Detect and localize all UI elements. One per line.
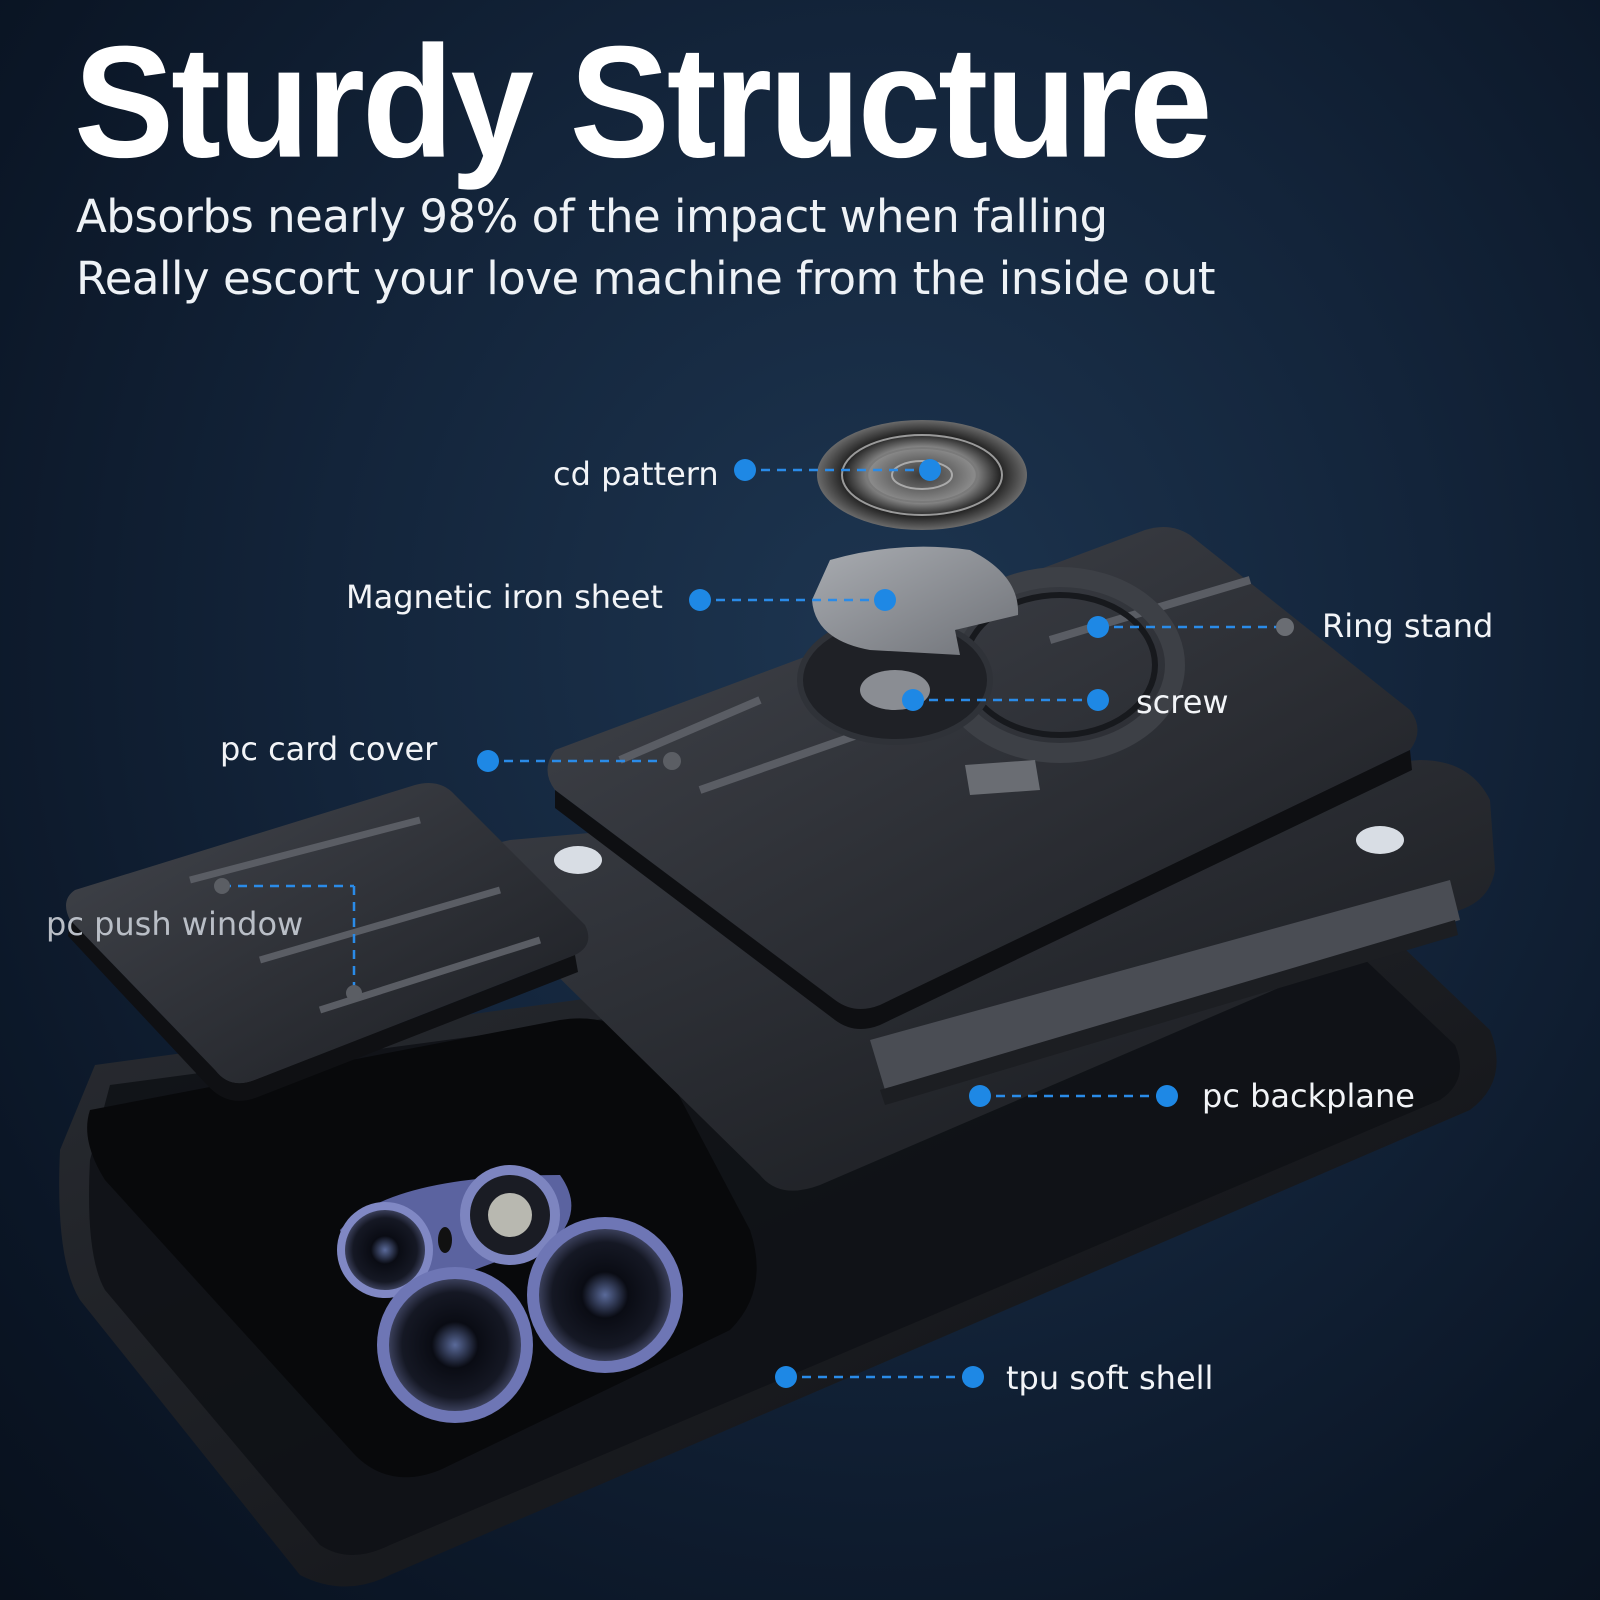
dot-cd-pattern-start xyxy=(734,459,756,481)
dot-ring-stand-end xyxy=(1276,618,1294,636)
callout-lines xyxy=(222,468,1285,1379)
camera-module xyxy=(87,1018,757,1478)
dot-cd-pattern-end xyxy=(919,459,941,481)
dot-iron-sheet-end xyxy=(874,589,896,611)
callout-pc-card-cover: pc card cover xyxy=(220,730,438,768)
dot-screw-start xyxy=(902,689,924,711)
callout-pc-backplane: pc backplane xyxy=(1202,1077,1415,1115)
dot-push-window-start xyxy=(214,878,230,894)
callout-ring-stand: Ring stand xyxy=(1322,607,1494,645)
callout-screw: screw xyxy=(1136,683,1229,721)
dot-ring-stand-start xyxy=(1087,616,1109,638)
dot-push-window-end xyxy=(346,985,362,1001)
subtitle-line-2: Really escort your love machine from the… xyxy=(76,252,1216,305)
dot-tpu-shell-end xyxy=(962,1366,984,1388)
callout-dots xyxy=(214,459,1294,1388)
dot-backplane-start xyxy=(969,1085,991,1107)
callout-magnetic-iron-sheet: Magnetic iron sheet xyxy=(346,578,663,616)
callout-cd-pattern: cd pattern xyxy=(553,455,719,493)
dot-card-cover-start xyxy=(477,750,499,772)
callout-pc-push-window: pc push window xyxy=(46,905,304,943)
subtitle-line-1: Absorbs nearly 98% of the impact when fa… xyxy=(76,190,1108,243)
page-title: Sturdy Structure xyxy=(74,12,1213,191)
dot-iron-sheet-start xyxy=(689,589,711,611)
pc-push-window xyxy=(66,782,589,1101)
dot-screw-end xyxy=(1087,689,1109,711)
dot-tpu-shell-start xyxy=(775,1366,797,1388)
callout-tpu-soft-shell: tpu soft shell xyxy=(1006,1359,1214,1397)
dot-card-cover-end xyxy=(663,752,681,770)
dot-backplane-end xyxy=(1156,1085,1178,1107)
